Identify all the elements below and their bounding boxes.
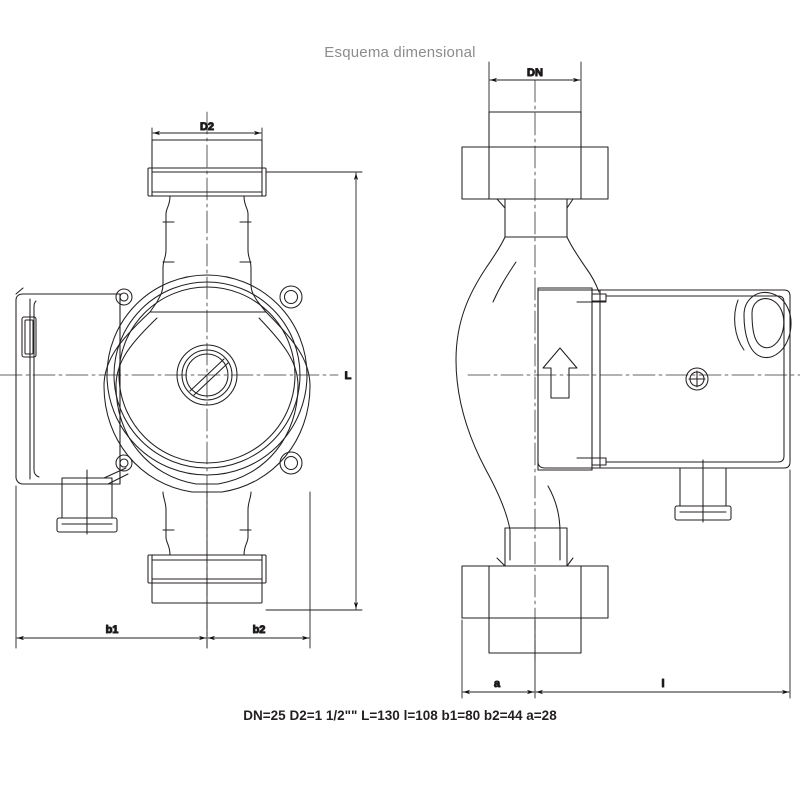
dimension-label-DN: DN: [527, 67, 543, 79]
dimension-label-b2: b2: [253, 624, 266, 636]
front-view-group: [0, 111, 339, 649]
side-volute-casing: [455, 236, 600, 561]
side-view-centerlines: [467, 79, 800, 661]
front-vent-plug: [56, 467, 129, 535]
speed-selector-knob: [734, 291, 792, 359]
dimension-label-D2: D2: [200, 121, 214, 133]
side-vent-plug: [674, 459, 732, 523]
front-bolt-hole-left-upper: [115, 288, 133, 306]
dimension-l: l: [535, 469, 791, 699]
front-shaft-hub: [176, 344, 238, 406]
side-motor-housing: [537, 287, 791, 471]
dimension-caption: DN=25 D2=1 1/2"" L=130 l=108 b1=80 b2=44…: [243, 708, 557, 723]
front-motor-housing: [106, 274, 308, 476]
side-view-group: [455, 79, 800, 661]
dimension-DN: DN: [488, 61, 582, 148]
dimension-a: a: [461, 619, 536, 699]
dimension-label-L: L: [345, 370, 352, 382]
front-bolt-hole-lower: [279, 451, 303, 475]
front-terminal-box: [15, 287, 121, 485]
dimension-b1: b1: [15, 485, 208, 649]
dimension-L: L: [265, 171, 363, 611]
side-flange-tabs: [576, 293, 607, 466]
front-top-pipe-neck: [149, 195, 267, 313]
dimension-b2: b2: [207, 491, 311, 649]
flow-direction-arrow-icon: [542, 347, 578, 399]
front-bolt-hole-upper: [279, 285, 303, 309]
front-bottom-pipe-neck: [162, 491, 252, 556]
page-title: Esquema dimensional: [324, 44, 476, 61]
dimension-label-b1: b1: [106, 624, 119, 636]
dimension-D2: D2: [151, 120, 263, 197]
side-screw-plug: [685, 367, 709, 391]
dimension-label-l: l: [661, 678, 664, 690]
dimension-label-a: a: [494, 678, 501, 690]
